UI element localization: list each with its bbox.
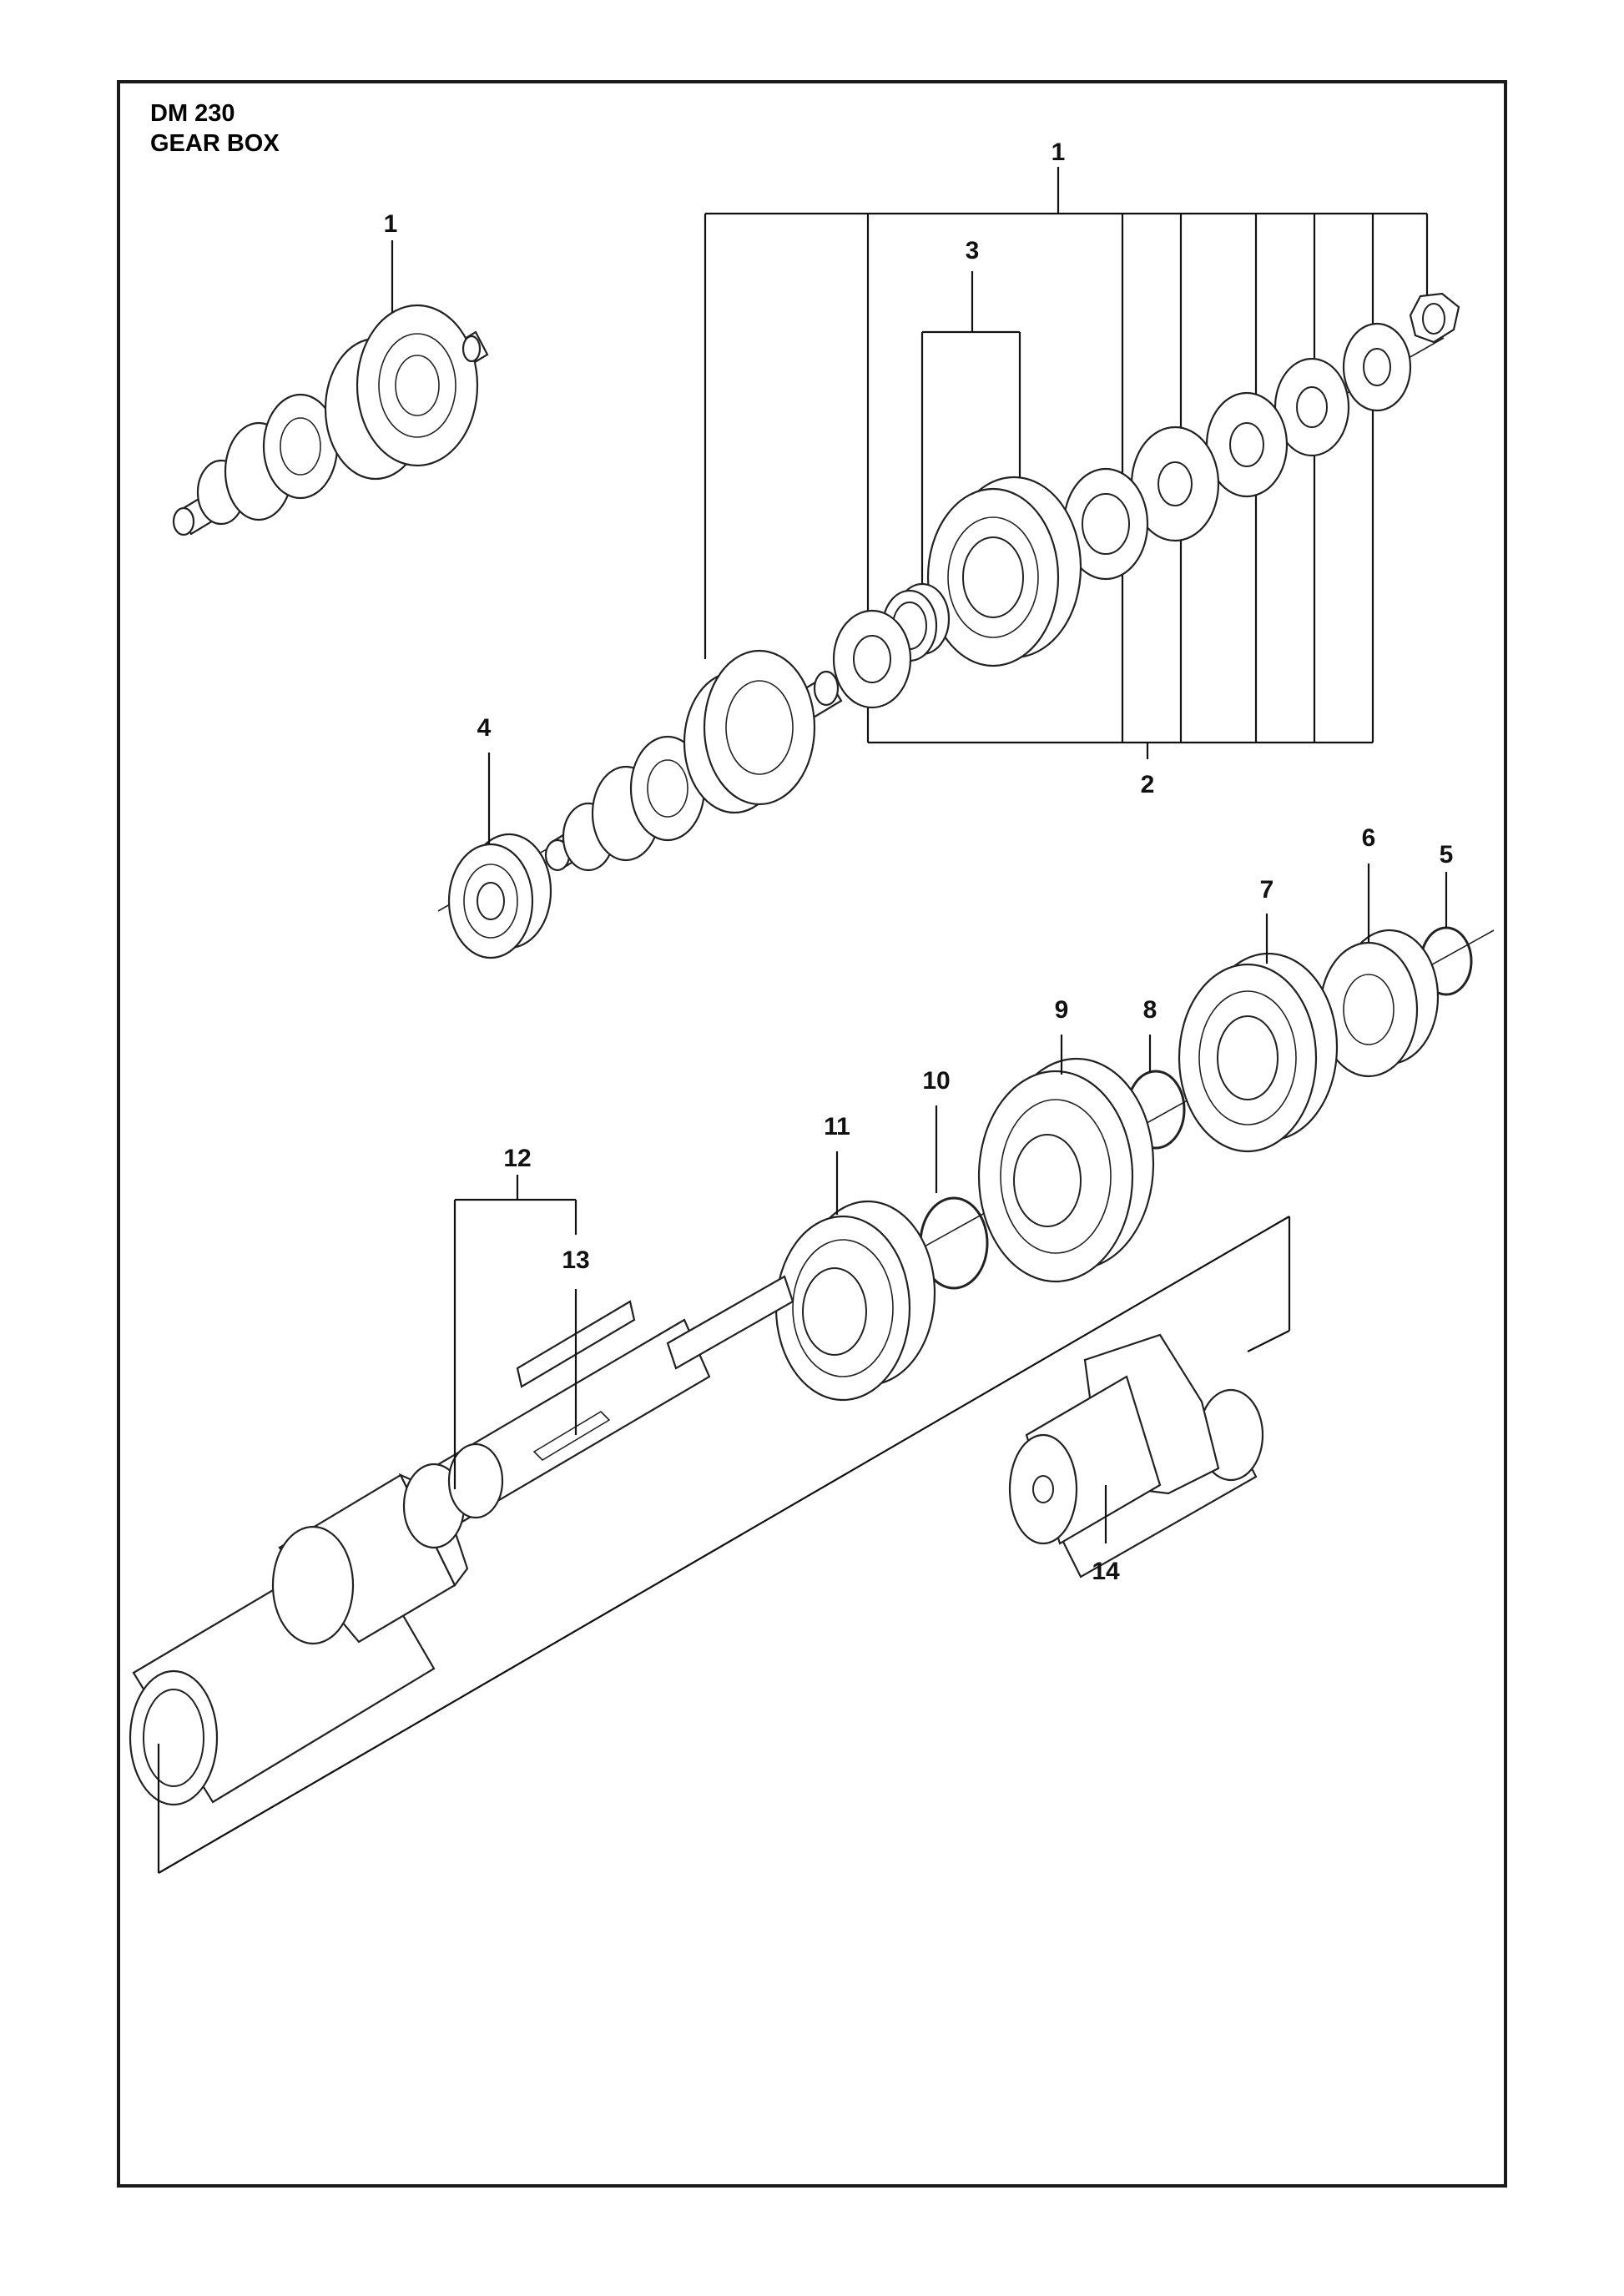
callout-2: 2 [1141,771,1155,798]
coupling-14: 14 [1008,1333,1264,1585]
callout-1-bracket: 1 [1052,138,1066,166]
shaft-frame-lines [157,1216,1291,1874]
gear-6: 6 [1319,824,1440,1078]
section-title: GEAR BOX [150,130,280,157]
circlip-10: 10 [919,1067,989,1290]
bracket-callout-2: 2 [868,741,1373,798]
callout-8: 8 [1143,996,1157,1024]
callout-7: 7 [1260,876,1274,904]
gear-9: 9 [977,996,1155,1283]
callout-10: 10 [922,1067,950,1095]
ball-bearing-small: 4 [447,714,552,959]
callout-6: 6 [1362,824,1376,852]
washer-b [1273,357,1350,457]
callout-5: 5 [1440,841,1454,869]
countershaft [544,649,843,872]
callout-1-top: 1 [384,210,398,238]
callout-13: 13 [562,1246,589,1274]
callout-3: 3 [966,237,980,264]
main-output-shaft [129,1275,794,1806]
model-title: DM 230 [150,100,235,127]
callout-9: 9 [1055,996,1069,1024]
key-13: 13 [562,1246,590,1435]
part-1-shaft-assembly-preview: 1 [172,210,489,536]
washer-a [1342,322,1412,412]
diagram-frame [117,80,1507,2188]
ball-bearing-11: 11 [774,1113,936,1402]
bracket-callout-3: 3 [920,237,1021,592]
bracket-callout-12: 12 [453,1145,577,1489]
helical-gear-upper [926,476,1082,667]
washer-e [1062,467,1149,581]
gear-7: 7 [1178,876,1339,1153]
washer-d [1130,425,1220,542]
callout-4: 4 [477,714,492,742]
callout-12: 12 [503,1145,531,1172]
thrust-washer [832,609,912,709]
callout-11: 11 [824,1113,850,1140]
nut [1409,292,1460,344]
callout-14: 14 [1092,1558,1120,1585]
